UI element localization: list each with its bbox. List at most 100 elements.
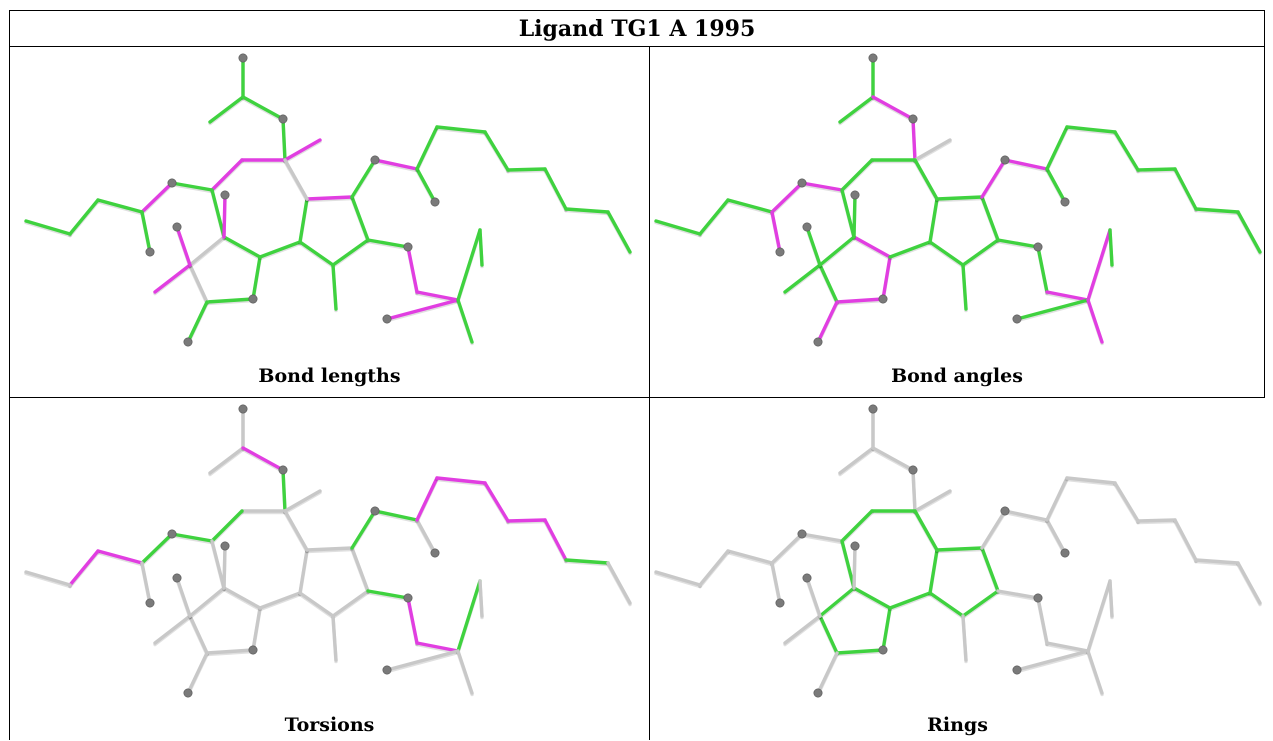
bond-c32_c35 xyxy=(385,298,460,321)
bond-c10_c11 xyxy=(24,570,72,587)
bond-c1_c1b xyxy=(838,446,875,475)
bond-c21_c22 xyxy=(1045,518,1067,555)
bond-r2b_r1a xyxy=(888,240,932,259)
bond-r2e_hR xyxy=(783,614,822,645)
bond-c27_c28 xyxy=(1194,558,1240,565)
bond-c6_c7 xyxy=(800,181,844,192)
bond-r2b_r2c xyxy=(251,606,262,652)
bond-c20_c21 xyxy=(373,509,419,522)
hydrogen-atom xyxy=(183,337,193,347)
bond-c33_c34 xyxy=(1108,228,1114,267)
bond-r1d_c30 xyxy=(996,589,1040,600)
bond-c20_c21 xyxy=(373,158,419,171)
bond-c1_c2 xyxy=(241,95,285,121)
hydrogen-atom xyxy=(1033,242,1043,252)
bond-r2e_r2a xyxy=(818,235,856,267)
bond-c23_c24 xyxy=(1065,476,1117,485)
bond-r1a_r1b xyxy=(298,548,309,595)
bond-c8_c12 xyxy=(770,210,782,254)
bond-c21_c23 xyxy=(1045,125,1069,171)
bond-r2b_r1a xyxy=(258,591,302,610)
bond-r2b_r2c xyxy=(251,255,262,301)
bond-c32_c33 xyxy=(1086,228,1112,302)
bond-c1_c2 xyxy=(241,446,285,472)
bond-r1b_c3 xyxy=(283,158,309,201)
bond-r1b_r1c xyxy=(305,195,354,201)
bond-c33_c34 xyxy=(1108,579,1114,618)
bond-c32_c36 xyxy=(1086,298,1104,344)
hydrogen-atom xyxy=(248,294,258,304)
bond-c20_c21 xyxy=(1003,158,1049,171)
panel-bond-angles: Bond angles xyxy=(649,46,1265,398)
hydrogen-atom xyxy=(1060,197,1070,207)
bond-c26_c27 xyxy=(543,167,568,211)
hydrogen-atom xyxy=(278,465,288,475)
bond-c32_c33 xyxy=(456,228,482,302)
bond-c21_c23 xyxy=(415,125,439,171)
hydrogen-atom xyxy=(1012,314,1022,324)
bond-r1e_r1a xyxy=(298,591,335,618)
bond-c25_c26 xyxy=(506,167,547,172)
bond-c23_c24 xyxy=(435,125,487,134)
hydrogen-atom xyxy=(403,593,413,603)
hydrogen-atom xyxy=(868,404,878,414)
bond-r1b_c3 xyxy=(913,509,939,552)
hydrogen-atom xyxy=(797,529,807,539)
bond-r2b_r1a xyxy=(258,240,302,259)
bond-c28_c29 xyxy=(1236,561,1262,605)
hydrogen-atom xyxy=(850,190,860,200)
molecule-rings xyxy=(654,404,1262,698)
hydrogen-atom xyxy=(382,314,392,324)
hydrogen-atom xyxy=(813,688,823,698)
bond-c21_c23 xyxy=(415,476,439,522)
hydrogen-atom xyxy=(183,688,193,698)
bond-c26_c27 xyxy=(1173,518,1198,562)
molecule-torsions xyxy=(24,404,632,698)
bond-r1b_r1c xyxy=(305,546,354,552)
bond-c32_c35 xyxy=(385,649,460,672)
bond-c24_c25 xyxy=(483,481,510,523)
bond-r1d_r1e xyxy=(331,238,370,267)
hydrogen-atom xyxy=(145,247,155,257)
bond-r2c_r2d xyxy=(205,648,255,655)
bond-r1c_r1d xyxy=(350,195,370,242)
bond-c33_c34 xyxy=(478,579,484,618)
hydrogen-atom xyxy=(278,114,288,124)
bond-c28_c29 xyxy=(606,210,632,254)
bond-c32_c36 xyxy=(456,298,474,344)
bond-r2d_r2me xyxy=(186,300,209,344)
bond-r2a_r2b xyxy=(852,586,892,610)
panel-torsions: Torsions xyxy=(9,397,650,740)
bond-r1c_c20 xyxy=(350,509,377,550)
bond-r2e_hR xyxy=(153,614,192,645)
bond-r2d_r2me xyxy=(186,651,209,695)
bond-r1d_c30 xyxy=(366,238,410,249)
bond-c25_c26 xyxy=(1136,518,1177,523)
hydrogen-atom xyxy=(248,645,258,655)
bond-c3_c4 xyxy=(283,489,322,513)
bond-c2_c3 xyxy=(911,117,917,162)
bond-r2d_r2e xyxy=(818,614,839,655)
bond-r1d_r1e xyxy=(961,238,1000,267)
bond-r2d_r2e xyxy=(818,263,839,304)
bond-r1c_r1d xyxy=(980,546,1000,593)
bond-r1e_r1me xyxy=(961,614,968,662)
bond-c5_c6 xyxy=(210,509,244,543)
bond-r1d_c30 xyxy=(366,589,410,600)
bond-r1e_r1me xyxy=(961,263,968,311)
hydrogen-atom xyxy=(220,541,230,551)
bond-c30_c31 xyxy=(406,245,419,294)
bond-r1b_c3 xyxy=(283,509,309,552)
bond-c32_c33 xyxy=(1086,579,1112,653)
molecule-bond-angles xyxy=(654,53,1262,347)
bond-r2e_hS xyxy=(175,225,192,267)
bond-r2e_hR xyxy=(783,263,822,294)
bond-c33_c34 xyxy=(478,228,484,267)
bond-r2d_r2me xyxy=(816,651,839,695)
hydrogen-atom xyxy=(878,294,888,304)
bond-r2c_r2d xyxy=(205,297,255,304)
bond-c28_c29 xyxy=(606,561,632,605)
hydrogen-atom xyxy=(1000,506,1010,516)
hydrogen-atom xyxy=(813,337,823,347)
bond-c10_c11 xyxy=(654,570,702,587)
